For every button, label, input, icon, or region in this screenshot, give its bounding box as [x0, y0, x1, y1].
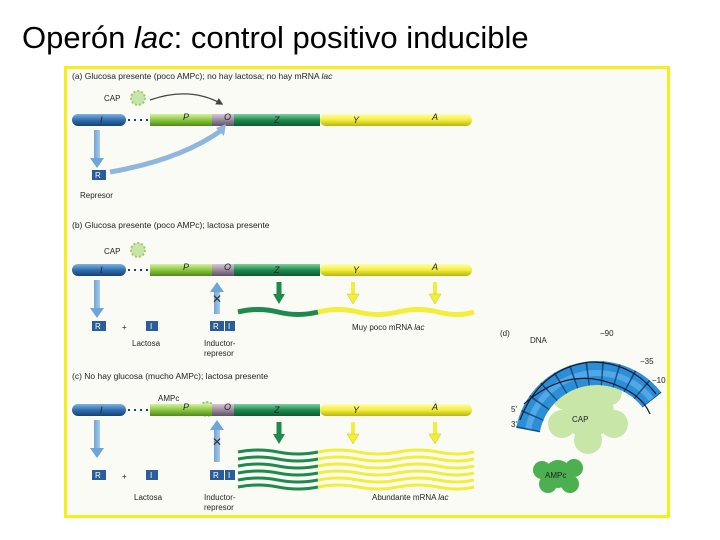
label-a: A	[431, 262, 438, 272]
end-3-label: 3'	[511, 420, 517, 429]
inducer-label-1: Inductor-	[204, 339, 236, 348]
cap-shape-label: CAP	[572, 415, 588, 424]
panel-b: (b) Glucosa presente (poco AMPc); lactos…	[72, 220, 474, 358]
repressor-box-label: R	[95, 171, 101, 180]
label-z: Z	[273, 115, 280, 125]
cap-protein-icon	[131, 243, 145, 257]
lactose-label: Lactosa	[134, 493, 163, 502]
panel-c: (c) No hay glucosa (mucho AMPc); lactosa…	[72, 371, 474, 512]
panel-b-caption: (b) Glucosa presente (poco AMPc); lactos…	[72, 220, 270, 230]
label-y: Y	[353, 115, 360, 125]
blocked-x-icon: ✕	[212, 292, 222, 306]
panel-d: (d) DNA −90 −35 −10 CAP 5' 3'	[500, 329, 666, 493]
cap-protein-icon	[131, 91, 145, 105]
repressor-arrow-shaft	[94, 130, 100, 160]
pos-90-label: −90	[600, 329, 614, 338]
panel-c-caption: (c) No hay glucosa (mucho AMPc); lactosa…	[72, 371, 268, 381]
end-5-label: 5'	[511, 405, 517, 414]
mrna-ya-strand	[318, 310, 474, 315]
cap-label: CAP	[104, 94, 120, 103]
complex-i-label: I	[228, 471, 230, 480]
campc-shape-label: AMPc	[545, 471, 566, 480]
gene-i	[72, 114, 126, 126]
panel-a-caption: (a) Glucosa presente (poco AMPc); no hay…	[72, 71, 333, 81]
operon-dna-b	[72, 264, 472, 276]
panel-d-label: (d)	[500, 329, 510, 338]
abundant-mrna-strands	[238, 450, 474, 489]
operon-dna-c	[72, 404, 472, 416]
repressor-box-label: R	[95, 322, 101, 331]
repressor-label: Represor	[80, 191, 113, 200]
inducer-box-label: I	[150, 322, 152, 331]
inducer-label-2: represor	[204, 349, 234, 358]
cap-label-b: CAP	[104, 247, 120, 256]
mrna-z-strand	[238, 310, 318, 315]
mrna-label-c: Abundante mRNA lac	[372, 493, 449, 502]
repressor-arrow-head	[90, 158, 104, 168]
cap-no-bind-arrow	[150, 94, 222, 104]
pos-10-label: −10	[652, 376, 666, 385]
gene-p	[150, 114, 212, 126]
panel-a: (a) Glucosa presente (poco AMPc); no hay…	[72, 71, 472, 200]
label-p: P	[183, 262, 189, 272]
campc-label: AMPc	[158, 394, 179, 403]
label-z: Z	[273, 405, 280, 415]
mrna-label-b: Muy poco mRNA lac	[352, 323, 424, 332]
blocked-x-icon: ✕	[212, 435, 222, 449]
label-o: O	[224, 262, 231, 272]
label-a: A	[431, 112, 438, 122]
plus-sign: +	[122, 472, 127, 481]
pos-35-label: −35	[640, 357, 654, 366]
plus-sign: +	[122, 323, 127, 332]
complex-i-label: I	[228, 322, 230, 331]
label-a: A	[431, 402, 438, 412]
operon-dna-a	[72, 114, 472, 126]
inducer-label-1: Inductor-	[204, 493, 236, 502]
label-y: Y	[353, 265, 360, 275]
repressor-binding-arrow	[110, 130, 222, 172]
complex-r-label: R	[213, 322, 219, 331]
gene-ya	[320, 114, 472, 126]
lactose-label: Lactosa	[132, 339, 161, 348]
dna-label: DNA	[530, 336, 548, 345]
label-y: Y	[353, 405, 360, 415]
label-o: O	[224, 112, 231, 122]
inducer-label-2: represor	[204, 503, 234, 512]
complex-r-label: R	[213, 471, 219, 480]
label-p: P	[183, 112, 189, 122]
label-z: Z	[273, 265, 280, 275]
repressor-box-label: R	[95, 471, 101, 480]
inducer-box-label: I	[150, 471, 152, 480]
label-o: O	[224, 402, 231, 412]
label-p: P	[183, 402, 189, 412]
